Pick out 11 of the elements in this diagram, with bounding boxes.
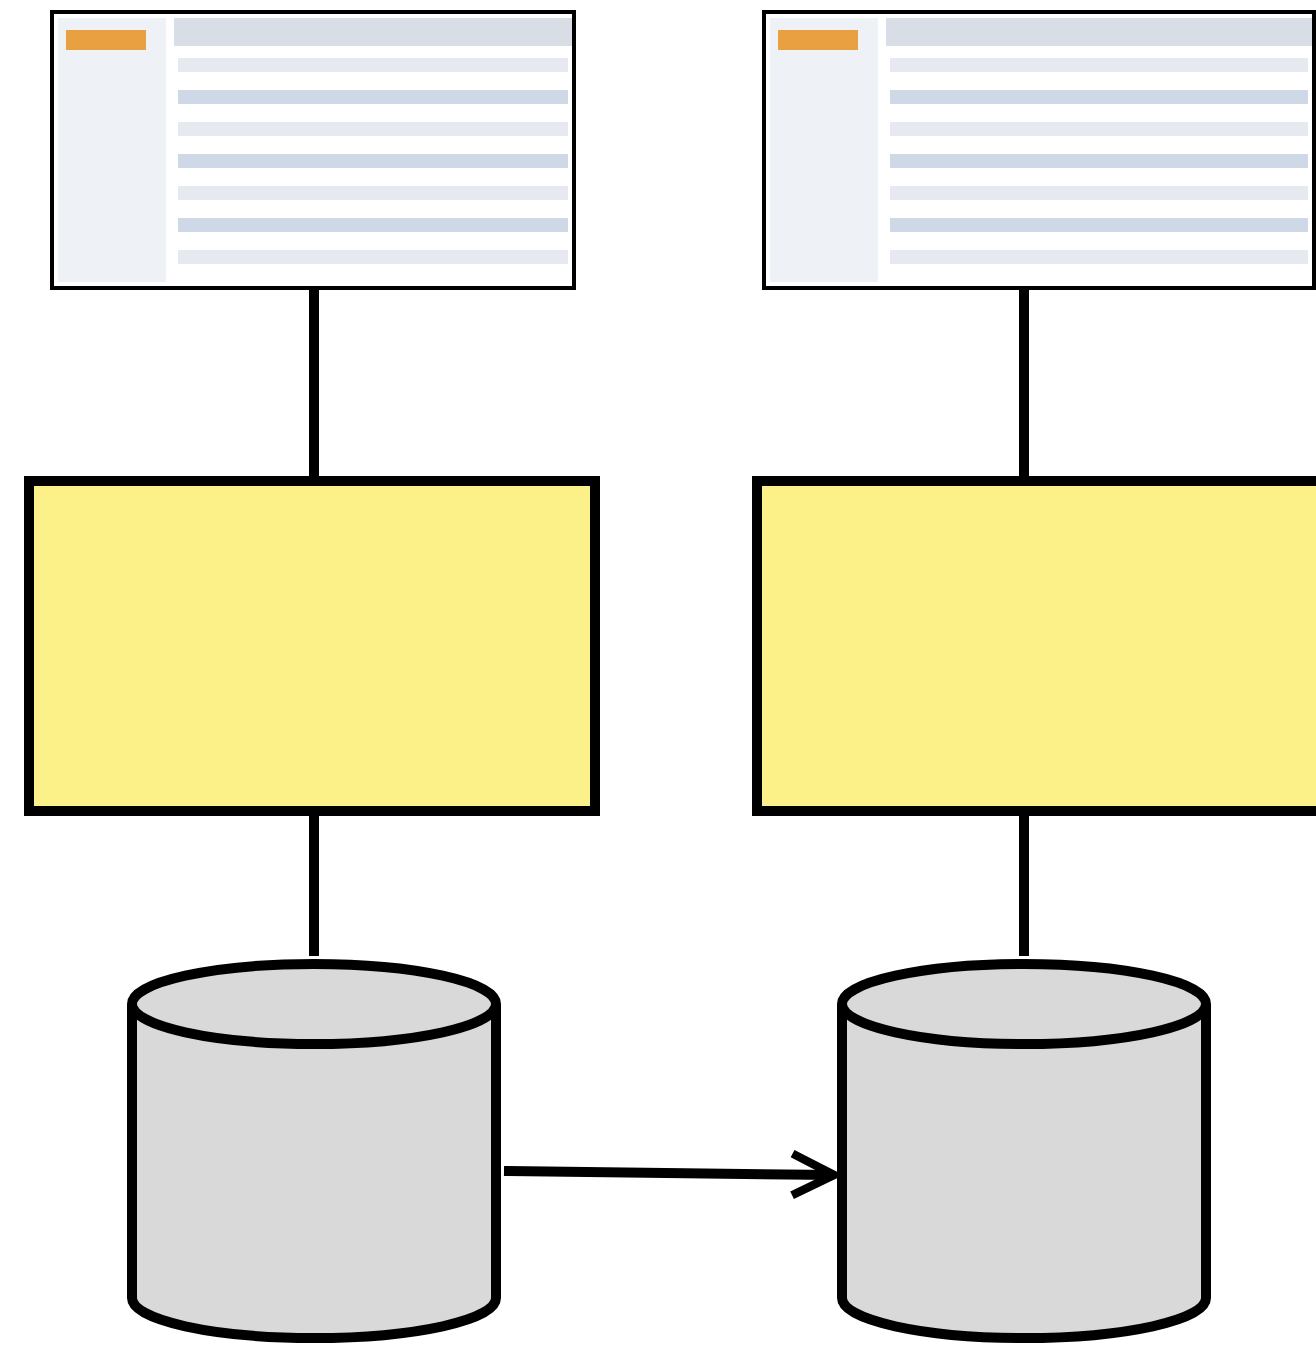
database-cylinder: [124, 956, 504, 1346]
picture: [762, 10, 1316, 290]
connector-line: [1019, 816, 1029, 956]
arrow: [503, 1149, 839, 1200]
process-box: [24, 476, 600, 816]
database-cylinder: [834, 956, 1214, 1346]
process-box: [752, 476, 1316, 816]
connector-line: [309, 290, 319, 476]
picture: [50, 10, 576, 290]
connector-line: [309, 816, 319, 956]
connector-line: [1019, 290, 1029, 476]
